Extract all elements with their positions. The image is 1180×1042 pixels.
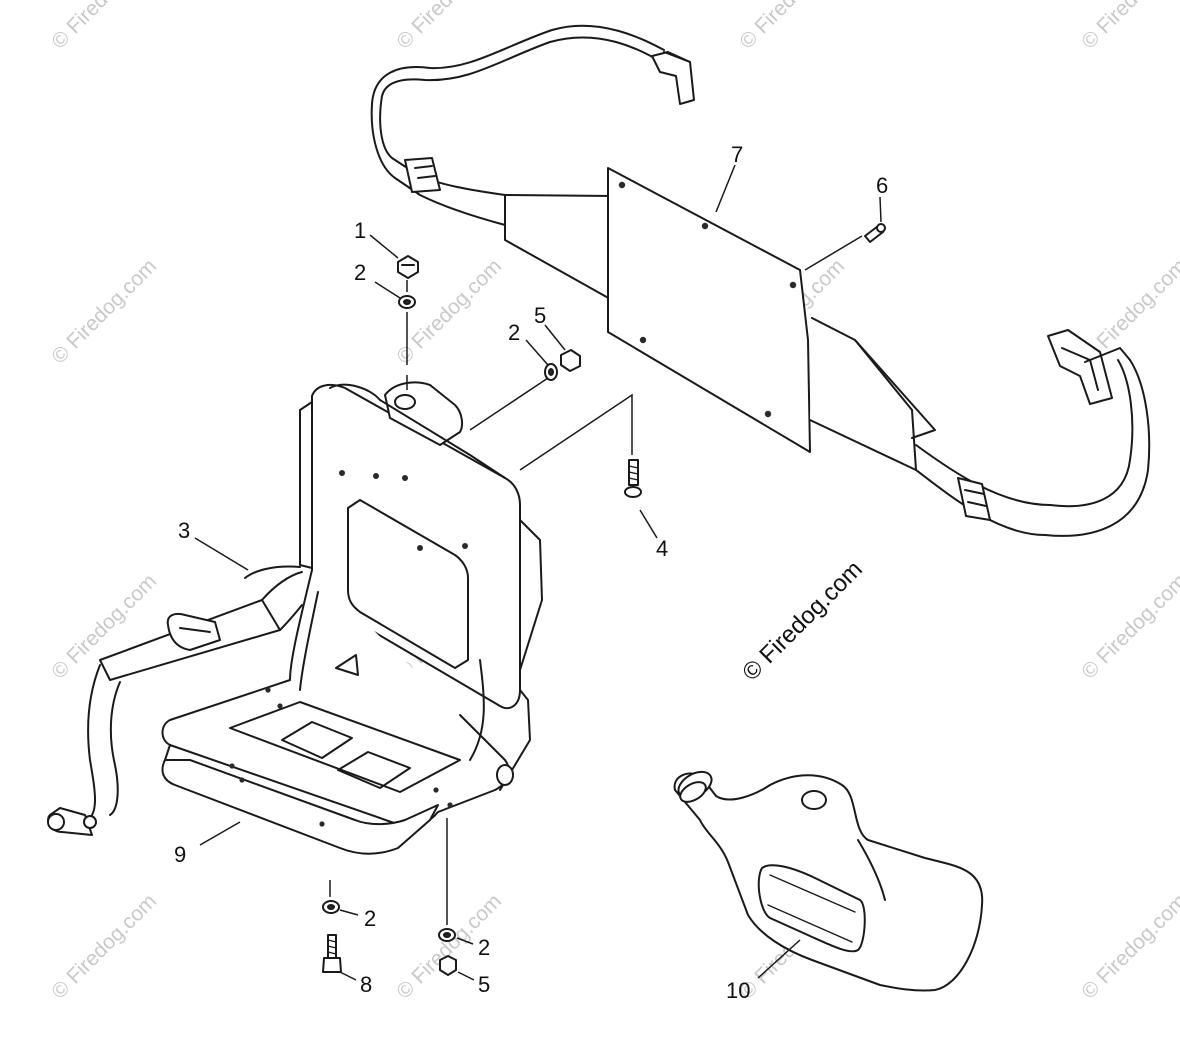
callout-2: 2	[478, 935, 490, 960]
assembly-lines	[329, 235, 863, 925]
harness-plate-with-belt	[370, 24, 1151, 537]
center-watermark: © Firedog.com	[737, 556, 868, 687]
watermark: © Firedog.com	[1077, 890, 1180, 1004]
watermark: © Firedog.com	[1077, 570, 1180, 684]
callout-leaders	[194, 164, 882, 981]
callout-3: 3	[178, 518, 190, 543]
watermark: © Firedog.com	[47, 890, 161, 1004]
back-frame	[161, 381, 543, 855]
callout-5: 5	[478, 972, 490, 997]
callout-2: 2	[508, 320, 520, 345]
nut-5b-icon	[439, 955, 457, 976]
callout-7: 7	[731, 142, 743, 167]
nut-1-icon	[397, 255, 419, 279]
watermark: © Firedog.com	[735, 0, 849, 54]
callout-8: 8	[360, 972, 372, 997]
fuel-tank	[673, 770, 984, 992]
callout-2: 2	[354, 260, 366, 285]
callout-9: 9	[174, 842, 186, 867]
watermark: © Firedog.com	[1077, 0, 1180, 54]
watermark: © Firedog.com	[47, 0, 161, 54]
watermark: © Firedog.com	[392, 0, 506, 54]
watermark-layer: © Firedog.com © Firedog.com © Firedog.co…	[47, 0, 1180, 1004]
callout-numbers: 1 2 2 5 6 7 3 4 9 2 2 8 5 10	[174, 142, 888, 1003]
callout-4: 4	[656, 536, 668, 561]
shoulder-strap	[47, 565, 303, 836]
callout-1: 1	[354, 218, 366, 243]
watermark: © Firedog.com	[47, 255, 161, 369]
nut-5-icon	[560, 349, 581, 372]
callout-10: 10	[726, 978, 750, 1003]
callout-2: 2	[364, 906, 376, 931]
hardware	[322, 223, 886, 976]
callout-6: 6	[876, 173, 888, 198]
callout-5: 5	[534, 303, 546, 328]
